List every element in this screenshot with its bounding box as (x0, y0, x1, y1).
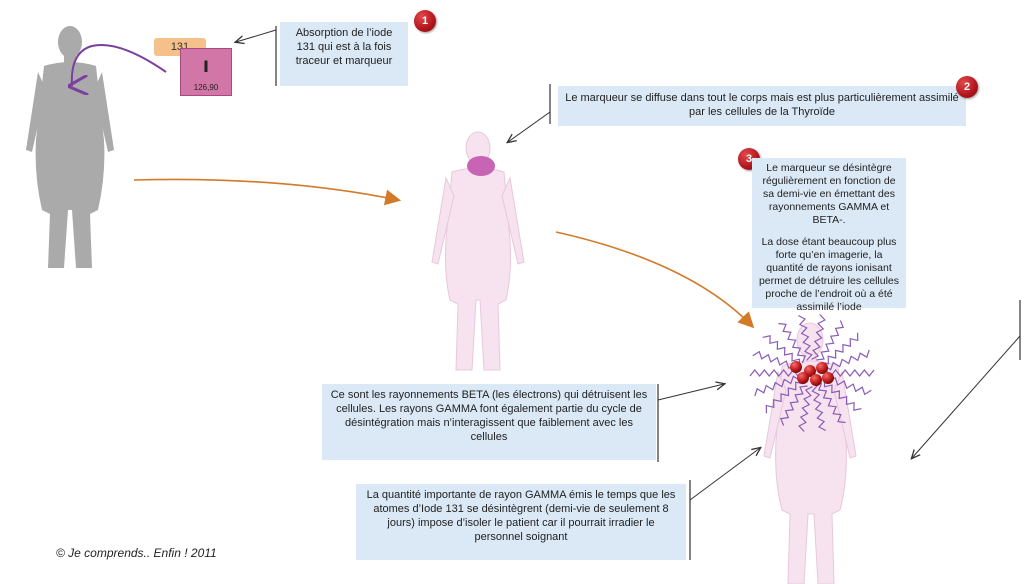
callout-line-3-arrow (912, 335, 1021, 458)
gamma-note: La quantité importante de rayon GAMMA ém… (356, 484, 686, 560)
radiation-ray (823, 349, 870, 371)
callout-line-beta-arrow (657, 384, 724, 401)
step-1-text: Absorption de l’iode 131 qui est à la fo… (295, 27, 393, 67)
iodine-atoms (790, 361, 834, 386)
step-3-text: Le marqueur se désintègre régulièrement … (762, 162, 896, 226)
step-2-badge: 2 (956, 76, 978, 98)
radiation-ray (765, 381, 804, 414)
iodine-symbol: I (203, 57, 209, 76)
irradiating-person-silhouette (763, 322, 857, 584)
radiation-ray (798, 386, 813, 432)
step-3-text-2: La dose étant beaucoup plus forte qu’en … (758, 236, 900, 313)
flow-arrow-2 (555, 231, 755, 329)
radiation-ray (823, 379, 862, 411)
step-2-note: Le marqueur se diffuse dans tout le corp… (558, 86, 966, 126)
radiation-ray (817, 382, 846, 424)
intake-arrow (72, 44, 167, 86)
radiation-ray (779, 385, 808, 426)
callout-line-2-arrow (508, 111, 551, 142)
radiation-ray (754, 375, 801, 397)
thyroid-marker (467, 156, 495, 176)
callout-line-gamma-arrow (689, 448, 760, 501)
radiation-ray (811, 314, 826, 360)
copyright: © Je comprends.. Enfin ! 2011 (56, 546, 217, 560)
step-1-note: Absorption de l’iode 131 qui est à la fo… (280, 22, 408, 86)
step-2-text: Le marqueur se diffuse dans tout le corp… (565, 92, 959, 118)
radiation-ray (825, 369, 875, 377)
iodine-atomic-mass: 126,90 (193, 83, 219, 92)
beta-note: Ce sont les rayonnements BETA (les élect… (322, 384, 656, 460)
step-1-badge: 1 (414, 10, 436, 32)
step-3-note: Le marqueur se désintègre régulièrement … (752, 158, 906, 313)
radiation-ray (778, 322, 807, 364)
iodine-element-card: I 126,90 (180, 48, 232, 96)
flow-arrow-1 (133, 178, 402, 206)
radiation-ray (820, 332, 859, 365)
radiation-ray (811, 385, 826, 432)
radiation-ray (749, 369, 799, 377)
radiation-ray (816, 320, 845, 361)
callout-line-1-arrow (236, 29, 277, 42)
beta-note-text: Ce sont les rayonnements BETA (les élect… (330, 389, 648, 443)
gamma-note-text: La quantité importante de rayon GAMMA ém… (366, 489, 676, 543)
radiation-ray (798, 314, 813, 361)
radiation-ray (762, 335, 801, 367)
pink-person-silhouette (431, 131, 525, 371)
gray-person-silhouette (26, 26, 114, 268)
